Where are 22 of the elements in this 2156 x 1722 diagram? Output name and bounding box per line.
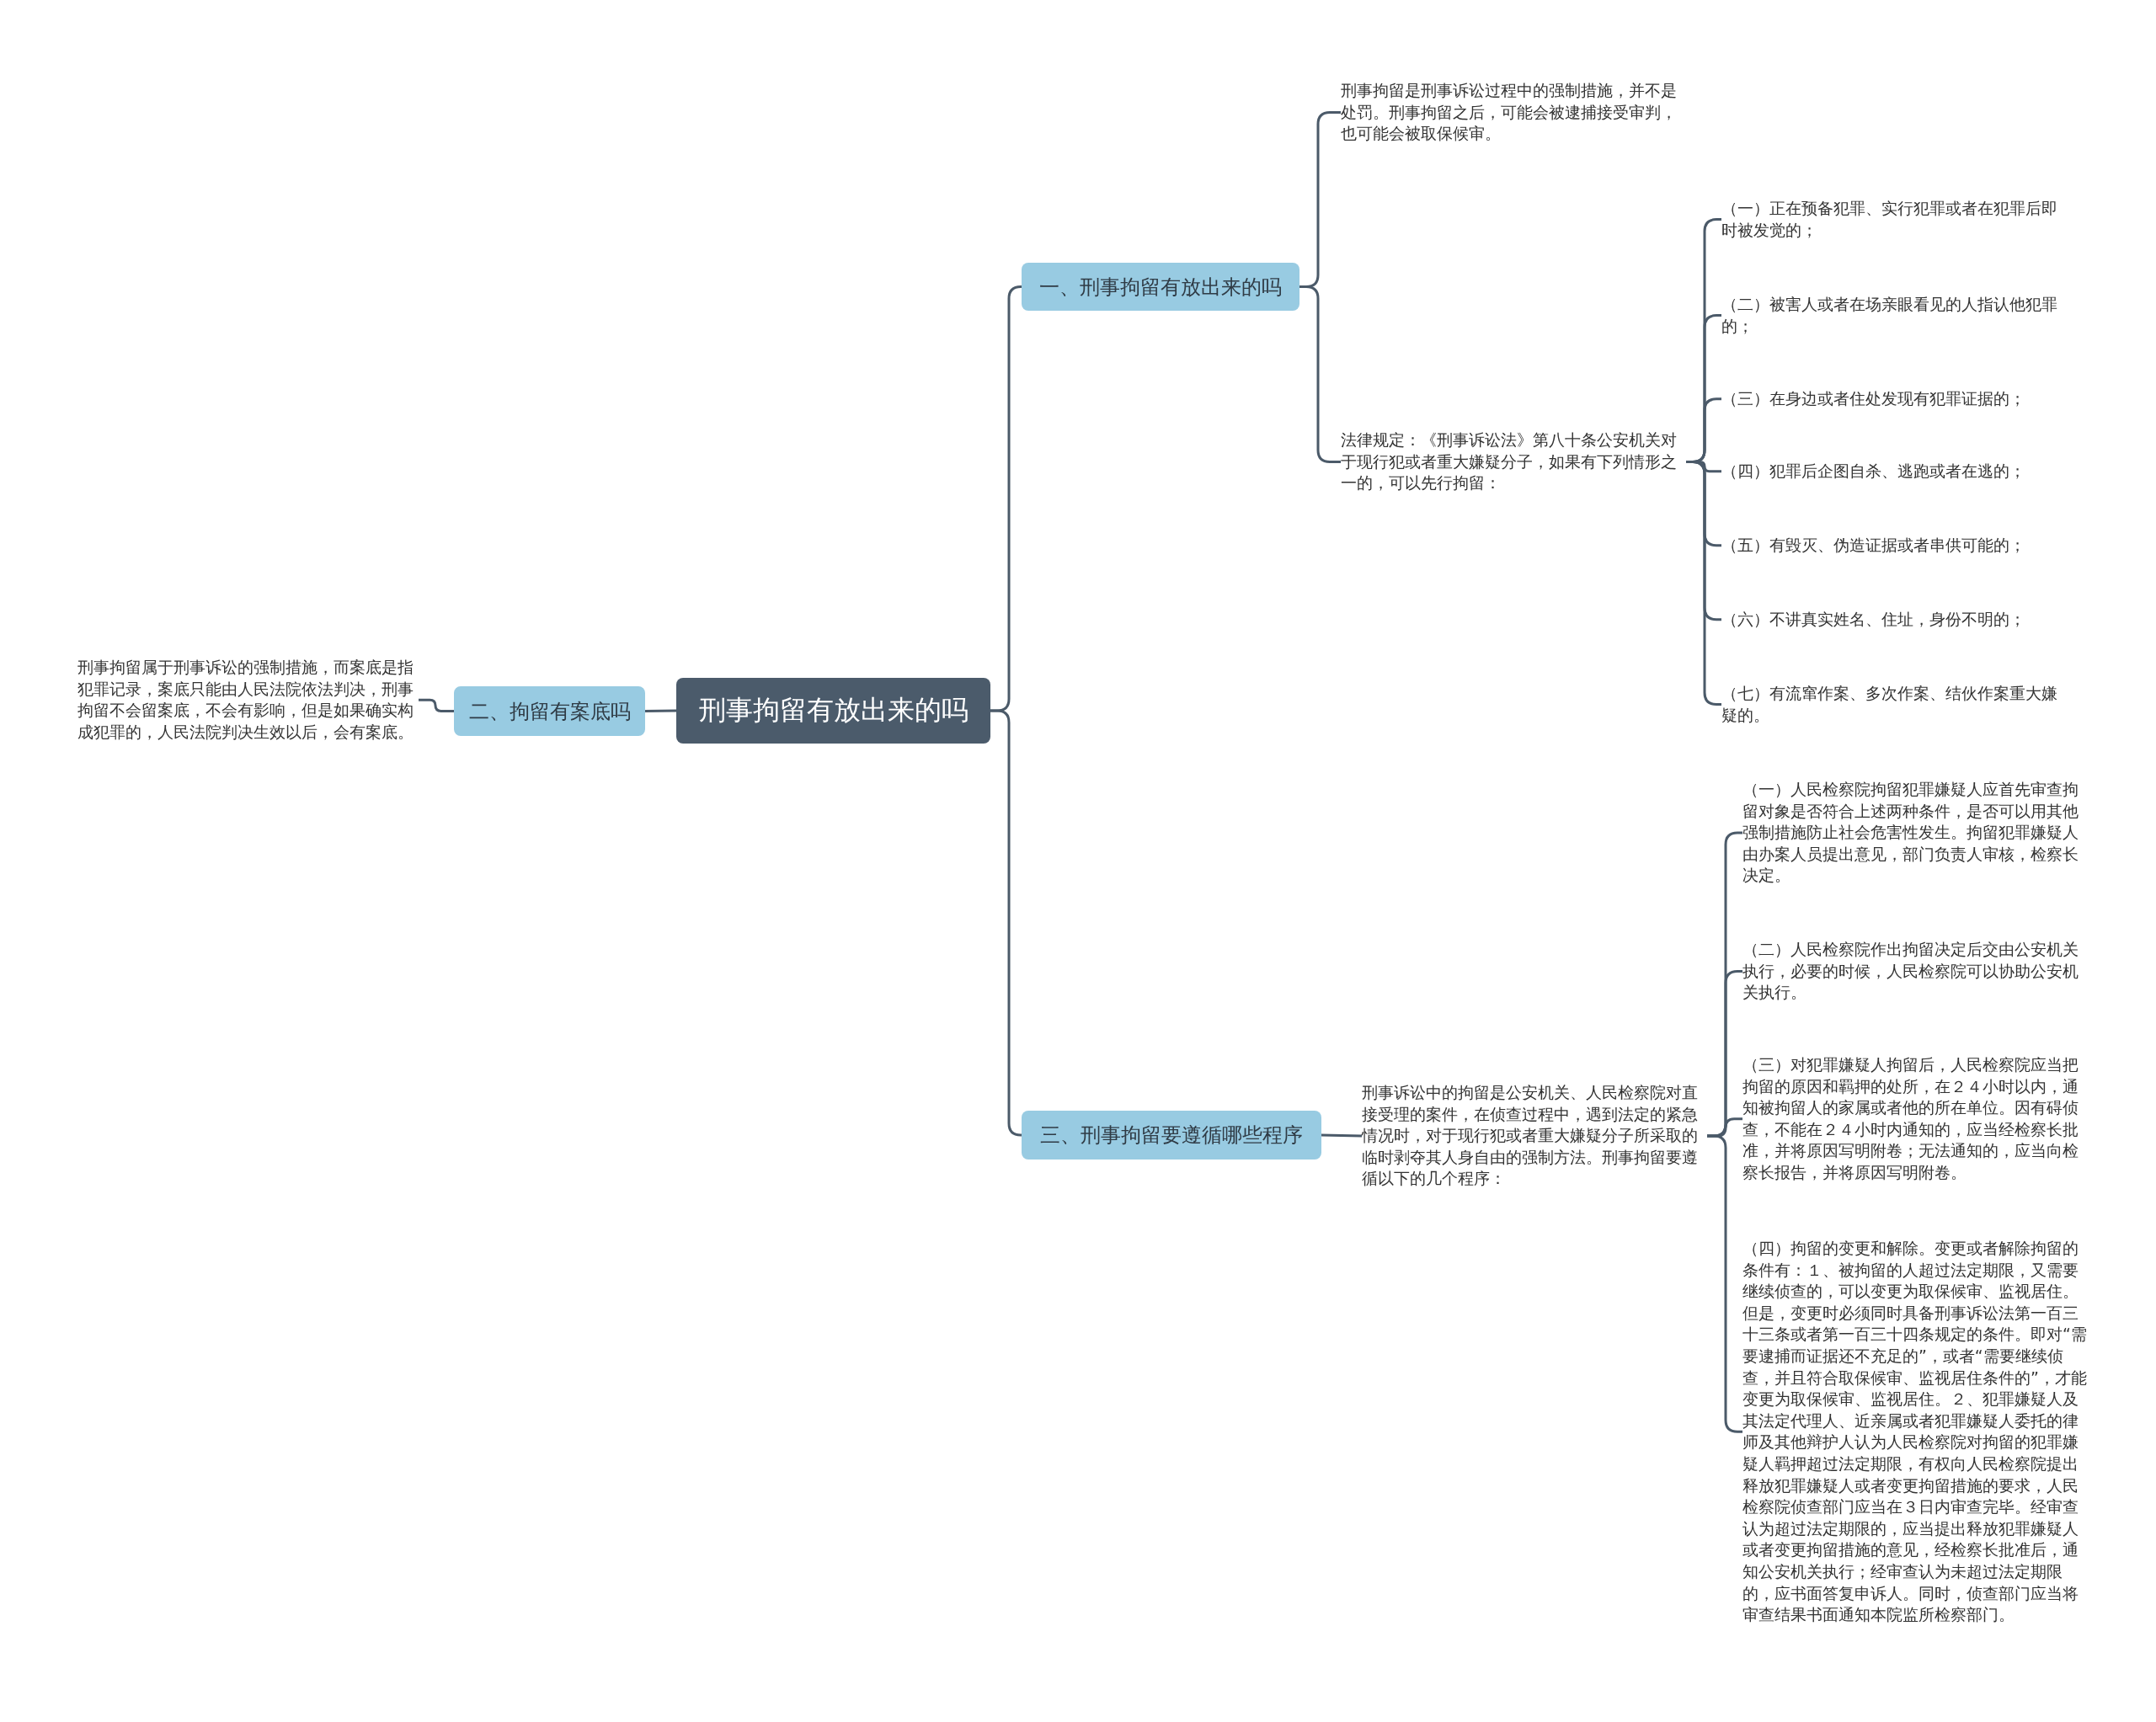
topic-text: 法律规定：《刑事诉讼法》第八十条公安机关对于现行犯或者重大嫌疑分子，如果有下列情形之一的，可以先行拘留：: [1341, 429, 1686, 494]
topic-text: 刑事诉讼中的拘留是公安机关、人民检察院对直接受理的案件，在侦查过程中，遇到法定的紧急情况时，对于现行犯或者重大嫌疑分子所采取的临时剥夺其人身自由的强制方法。刑事拘留要遵循以下的几个程序：: [1362, 1082, 1707, 1190]
topic-text: （六）不讲真实姓名、住址，身份不明的；: [1721, 609, 2071, 631]
topic-text: （二）人民检察院作出拘留决定后交由公安机关执行，必要的时候，人民检察院可以协助公安机关执行。: [1742, 939, 2088, 1004]
topic-text: （五）有毁灭、伪造证据或者串供可能的；: [1721, 535, 2071, 557]
topic-text: 刑事拘留属于刑事诉讼的强制措施，而案底是指犯罪记录，案底只能由人民法院依法判决，刑事拘留不会留案底，不会有影响，但是如果确实构成犯罪的，人民法院判决生效以后，会有案底。: [77, 657, 419, 744]
topic-box: 一、刑事拘留有放出来的吗: [1022, 263, 1299, 311]
topic-text: （二）被害人或者在场亲眼看见的人指认他犯罪的；: [1721, 294, 2071, 338]
topic-text: （四）拘留的变更和解除。变更或者解除拘留的条件有：１、被拘留的人超过法定期限，又需要继续侦查的，可以变更为取保候审、监视居住。但是，变更时必须同时具备刑事诉讼法第一百三十三条或者第一百三十四条规定的条件。即对“需要逮捕而证据还不充足的”，或者“需要继续侦查，并且符合取保候审、监视居住条件的”，才能变更为取保候审、监视居住。２、犯罪嫌疑人及其法定代理人、近亲属或者犯罪嫌疑人委托的律师及其他辩护人认为人民检察院对拘留的犯罪嫌疑人羁押超过法定期限，有权向人民检察院提出释放犯罪嫌疑人或者变更拘留措施的要求，人民检察院侦查部门应当在３日内审查完毕。经审查认为超过法定期限的，应当提出释放犯罪嫌疑人或者变更拘留措施的意见，经检察长批准后，通知公安机关执行；经审查认为未超过法定期限的，应书面答复申诉人。同时，侦查部门应当将审查结果书面通知本院监所检察部门。: [1742, 1238, 2088, 1626]
topic-text: （四）犯罪后企图自杀、逃跑或者在逃的；: [1721, 461, 2071, 482]
topic-text: （七）有流窜作案、多次作案、结伙作案重大嫌疑的。: [1721, 683, 2071, 727]
topic-text: （一）正在预备犯罪、实行犯罪或者在犯罪后即时被发觉的；: [1721, 198, 2071, 242]
connector-line: [644, 709, 677, 712]
topic-box: 二、拘留有案底吗: [454, 686, 645, 736]
topic-text: （一）人民检察院拘留犯罪嫌疑人应首先审查拘留对象是否符合上述两种条件，是否可以用其他强制措施防止社会危害性发生。拘留犯罪嫌疑人由办案人员提出意见，部门负责人审核，检察长决定。: [1742, 779, 2088, 887]
central-topic-box: 刑事拘留有放出来的吗: [676, 678, 990, 744]
connector-line: [1321, 1133, 1363, 1138]
topic-text: 刑事拘留是刑事诉讼过程中的强制措施，并不是处罚。刑事拘留之后，可能会被逮捕接受审判，也可能会被取保候审。: [1341, 80, 1686, 145]
topic-text: （三）对犯罪嫌疑人拘留后，人民检察院应当把拘留的原因和羁押的处所，在２４小时以内，通知被拘留人的家属或者他的所在单位。因有碍侦查，不能在２４小时内通知的，应当经检察长批准，并将原因写明附卷；无法通知的，应当向检察长报告，并将原因写明附卷。: [1742, 1054, 2088, 1184]
topic-box: 三、刑事拘留要遵循哪些程序: [1022, 1111, 1321, 1160]
connector-line: [419, 698, 454, 712]
topic-text: （三）在身边或者住处发现有犯罪证据的；: [1721, 388, 2071, 410]
